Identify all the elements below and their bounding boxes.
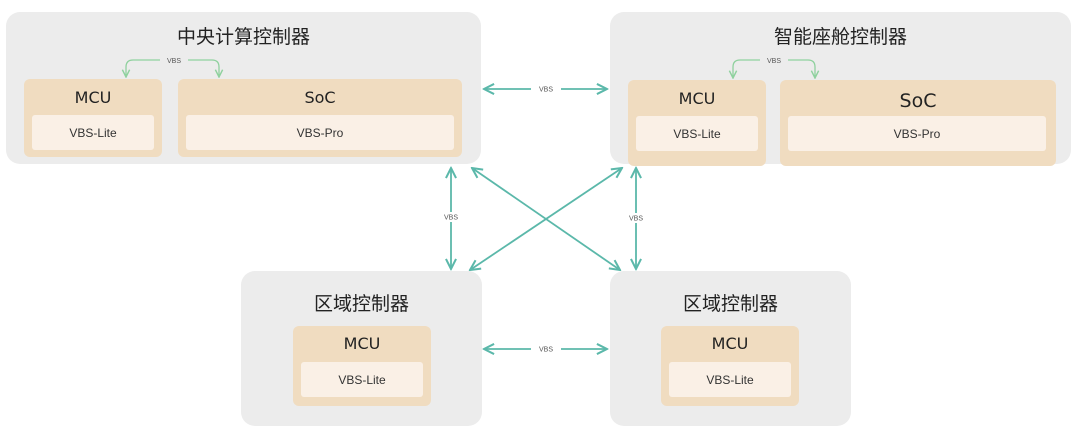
cockpit-mcu-title: MCU [678,89,716,108]
zone-left-mcu-middleware: VBS-Lite [301,362,423,397]
zone-right-mcu-title: MCU [711,334,749,353]
central-controller-panel: 中央计算控制器 MCU VBS-Lite SoC VBS-Pro [6,12,481,164]
zone-right-controller-panel: 区域控制器 MCU VBS-Lite [610,271,851,426]
cockpit-soc-middleware: VBS-Pro [788,116,1046,151]
zone-right-controller-title: 区域控制器 [682,293,778,315]
cockpit-zone-left-link [470,168,622,270]
cockpit-soc-chip: SoC VBS-Pro [780,80,1056,166]
central-soc-chip: SoC VBS-Pro [178,79,462,157]
central-mcu-chip: MCU VBS-Lite [24,79,162,157]
central-internal-link: VBS [126,58,219,77]
central-zone-left-link-label: VBS [444,215,458,222]
zone-zone-link-label: VBS [539,347,553,354]
zone-zone-link: VBS [484,344,607,354]
zone-left-controller-title: 区域控制器 [313,293,409,315]
zone-right-mcu-chip: MCU VBS-Lite [661,326,799,406]
central-mcu-middleware: VBS-Lite [32,115,154,150]
central-zone-left-link: VBS [437,168,465,269]
central-mcu-title: MCU [74,88,112,107]
cockpit-controller-title: 智能座舱控制器 [773,26,907,48]
cockpit-zone-right-link-label: VBS [629,216,643,223]
cockpit-internal-link: VBS [733,58,815,78]
central-soc-title: SoC [304,88,336,107]
cockpit-internal-link-label: VBS [767,58,781,65]
central-soc-middleware: VBS-Pro [186,115,454,150]
zone-right-mcu-middleware: VBS-Lite [669,362,791,397]
zone-left-mcu-chip: MCU VBS-Lite [293,326,431,406]
cockpit-soc-title: SoC [899,90,937,112]
zone-left-controller-panel: 区域控制器 MCU VBS-Lite [241,271,482,426]
central-cockpit-link: VBS [484,84,607,94]
central-controller-title: 中央计算控制器 [176,26,310,48]
zone-left-mcu-title: MCU [343,334,381,353]
central-cockpit-link-label: VBS [539,87,553,94]
cockpit-controller-panel: 智能座舱控制器 MCU VBS-Lite SoC VBS-Pro [610,12,1071,166]
cockpit-mcu-chip: MCU VBS-Lite [628,80,766,166]
cockpit-mcu-middleware: VBS-Lite [636,116,758,151]
central-internal-link-label: VBS [167,58,181,65]
cockpit-zone-right-link: VBS [622,168,650,269]
